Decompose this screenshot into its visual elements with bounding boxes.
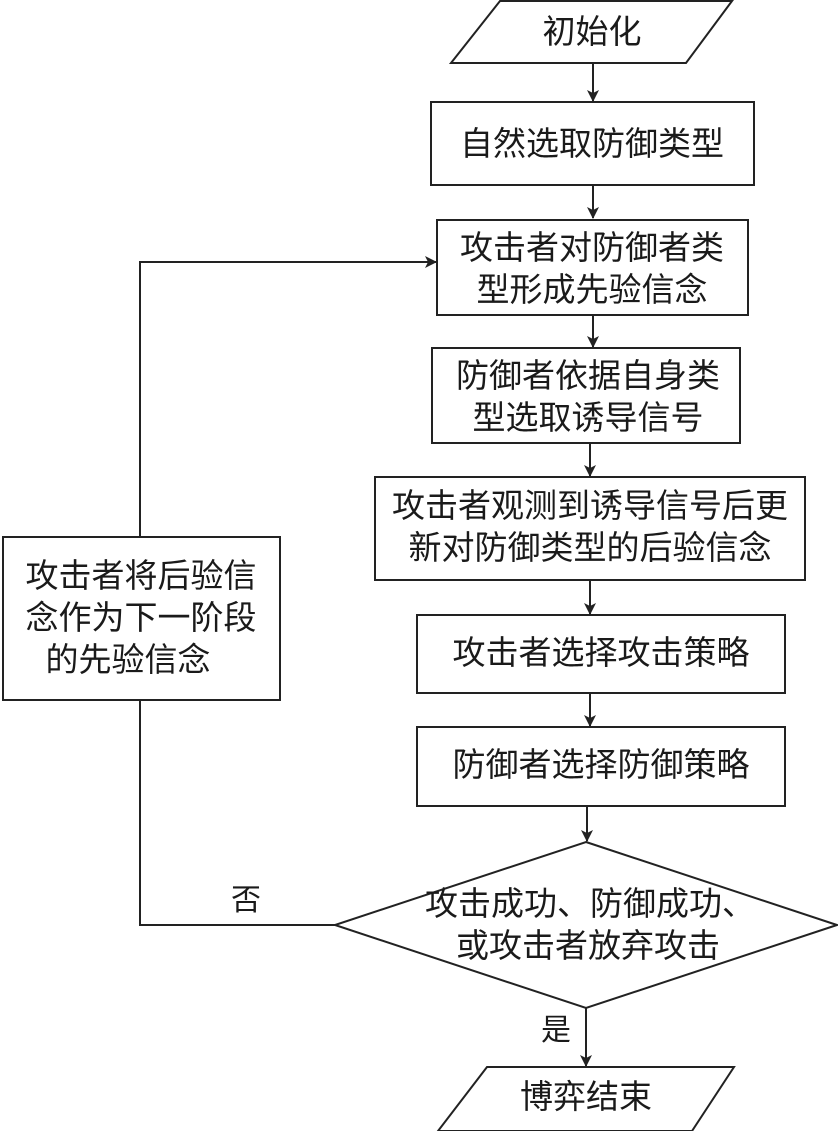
step2-line2: 型形成先验信念: [477, 270, 708, 309]
step1-label: 自然选取防御类型: [460, 124, 724, 163]
start-label: 初始化: [543, 12, 642, 51]
step4-line2: 新对防御类型的后验信念: [409, 528, 772, 567]
step-select-defense-type: 自然选取防御类型: [430, 101, 755, 186]
loop-line2: 念作为下一阶段: [26, 598, 257, 637]
step4-line1: 攻击者观测到诱导信号后更: [392, 486, 788, 525]
arrow-loop-to-step2: [139, 256, 437, 537]
step2-line1: 攻击者对防御者类: [460, 228, 724, 267]
loop-line1: 攻击者将后验信: [26, 556, 257, 595]
yes-label: 是: [541, 1013, 571, 1048]
step3-line2: 型选取诱导信号: [473, 398, 704, 437]
no-label: 否: [231, 883, 261, 918]
decision-line1: 攻击成功、防御成功、: [425, 884, 755, 923]
step-attack-strategy: 攻击者选择攻击策略: [416, 614, 786, 694]
loop-line3: 的先验信念: [46, 640, 211, 679]
end-label: 博弈结束: [520, 1077, 652, 1116]
step-prior-belief: 攻击者对防御者类 型形成先验信念: [436, 219, 749, 316]
step6-label: 防御者选择防御策略: [453, 745, 750, 784]
decision-line2: 或攻击者放弃攻击: [456, 926, 720, 965]
loop-box: 攻击者将后验信 念作为下一阶段 的先验信念: [2, 536, 281, 701]
start-node: 初始化: [448, 0, 734, 64]
decision-node: 攻击成功、防御成功、 或攻击者放弃攻击: [331, 840, 838, 1010]
arrow-no-to-loop-box: [139, 700, 335, 926]
step-defense-strategy: 防御者选择防御策略: [416, 726, 786, 807]
step-posterior-belief: 攻击者观测到诱导信号后更 新对防御类型的后验信念: [374, 476, 806, 581]
step-select-signal: 防御者依据自身类 型选取诱导信号: [431, 347, 741, 444]
step5-label: 攻击者选择攻击策略: [453, 633, 750, 672]
step3-line1: 防御者依据自身类: [456, 356, 720, 395]
end-node: 博弈结束: [436, 1066, 736, 1131]
